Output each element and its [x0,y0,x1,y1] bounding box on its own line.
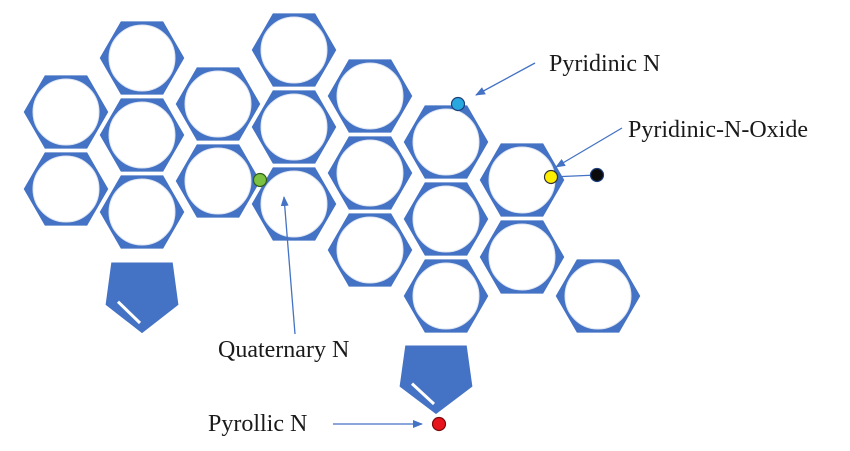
hexagon-ring-hole [260,170,328,238]
hexagon-ring-hole [336,139,404,207]
pyridinic-n-oxide-atom [543,169,559,185]
hexagon-ring-hole [108,101,176,169]
pyrollic-n-label: Pyrollic N [208,411,308,437]
hexagon-ring-hole [412,185,480,253]
hexagon-ring-hole [260,16,328,84]
hexagon-ring-hole [32,155,100,223]
hexagon-ring-hole [184,147,252,215]
pentagon-double-bond [116,300,142,325]
hexagon-ring-hole [184,70,252,138]
pyridinic-n-atom [450,96,466,112]
quaternary-arrow [280,196,296,335]
hexagon-ring-hole [412,262,480,330]
hexagon-ring-hole [488,223,556,291]
hexagon-ring-hole [108,178,176,246]
hexagon-ring-hole [32,78,100,146]
pyridinic-oxide-arrow [555,127,623,168]
pyridinic-n-oxide-label: Pyridinic-N-Oxide [628,117,808,143]
hexagon-ring-hole [336,62,404,130]
pyridinic-arrow [475,62,536,96]
pentagon-ring-group [102,259,476,418]
hexagon-ring-hole [260,93,328,161]
quaternary-n-atom [252,172,268,188]
pyridinic-n-label: Pyridinic N [549,51,661,77]
hexagon-ring-hole [336,216,404,284]
pyrollic-n-atom [431,416,447,432]
oxygen-atom [589,167,605,183]
pentagon-ring [396,342,476,418]
hexagon-ring-group [20,10,644,336]
pentagon-ring [102,259,182,337]
quaternary-n-label: Quaternary N [218,337,350,363]
hexagon-ring-hole [564,262,632,330]
n-oxygen-bond [550,174,598,178]
hexagon-ring-hole [108,24,176,92]
pentagon-double-bond [410,382,436,406]
hexagon-ring-hole [412,108,480,176]
